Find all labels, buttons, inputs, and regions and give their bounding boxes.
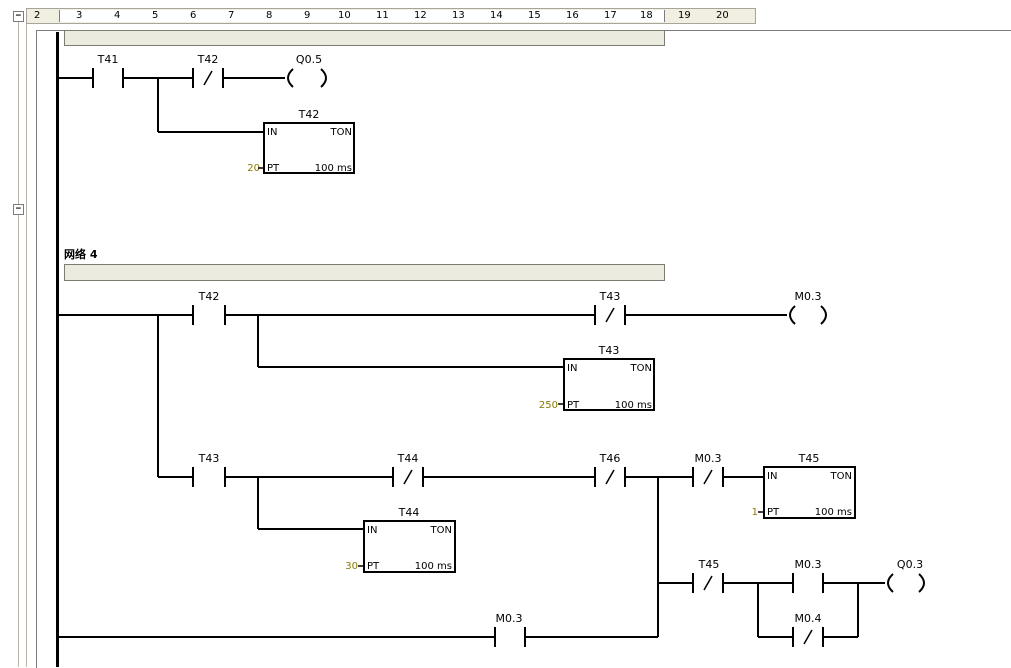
timer-pt-value[interactable]: 1 bbox=[752, 507, 758, 518]
contact-label[interactable]: T42 bbox=[198, 290, 220, 303]
ruler-tick: 5 bbox=[152, 10, 159, 21]
timer-base: 100 ms bbox=[415, 561, 452, 572]
collapse-icon[interactable]: − bbox=[13, 204, 24, 215]
timer-name[interactable]: T44 bbox=[398, 506, 420, 519]
ruler-tick: 2 bbox=[34, 10, 41, 21]
column-ruler: 2 3 4 5 6 7 8 9 10 11 12 13 14 15 16 17 … bbox=[26, 8, 756, 24]
timer-in-label: IN bbox=[767, 471, 777, 482]
contact-label[interactable]: T45 bbox=[698, 558, 720, 571]
ruler-tick: 13 bbox=[452, 10, 465, 21]
timer-name[interactable]: T45 bbox=[798, 452, 820, 465]
timer-type-label: TON bbox=[430, 525, 452, 536]
ruler-tick: 3 bbox=[76, 10, 83, 21]
timer-pt-label: PT bbox=[767, 507, 780, 518]
contact-label[interactable]: M0.4 bbox=[795, 612, 822, 625]
timer-type-label: TON bbox=[830, 471, 852, 482]
collapse-icon[interactable]: − bbox=[13, 11, 24, 22]
timer-in-label: IN bbox=[367, 525, 377, 536]
outline-line bbox=[26, 22, 27, 667]
ruler-tick: 8 bbox=[266, 10, 273, 21]
ladder-editor[interactable] bbox=[36, 30, 1011, 668]
timer-pt-label: PT bbox=[367, 561, 380, 572]
network-comment-field[interactable] bbox=[64, 264, 665, 281]
contact-label[interactable]: M0.3 bbox=[795, 558, 822, 571]
timer-pt-label: PT bbox=[267, 163, 280, 174]
contact-label[interactable]: M0.3 bbox=[695, 452, 722, 465]
left-power-rail bbox=[56, 32, 59, 667]
coil-label[interactable]: M0.3 bbox=[795, 290, 822, 303]
ruler-tick: 17 bbox=[604, 10, 617, 21]
timer-base: 100 ms bbox=[815, 507, 852, 518]
contact-label[interactable]: T43 bbox=[599, 290, 621, 303]
coil-label[interactable]: Q0.3 bbox=[897, 558, 923, 571]
timer-pt-label: PT bbox=[567, 400, 580, 411]
ruler-tick: 6 bbox=[190, 10, 197, 21]
ruler-tick: 16 bbox=[566, 10, 579, 21]
contact-label[interactable]: T43 bbox=[198, 452, 220, 465]
ruler-tick: 14 bbox=[490, 10, 503, 21]
network-title: 网络 4 bbox=[64, 248, 98, 261]
ruler-tick: 7 bbox=[228, 10, 235, 21]
ruler-tick: 12 bbox=[414, 10, 427, 21]
timer-in-label: IN bbox=[567, 363, 577, 374]
timer-type-label: TON bbox=[330, 127, 352, 138]
coil-label[interactable]: Q0.5 bbox=[296, 53, 322, 66]
ruler-tick: 4 bbox=[114, 10, 121, 21]
contact-label[interactable]: T44 bbox=[397, 452, 419, 465]
contact-label[interactable]: T46 bbox=[599, 452, 621, 465]
network-comment-field[interactable] bbox=[64, 30, 665, 46]
contact-label[interactable]: T41 bbox=[97, 53, 119, 66]
ruler-tick: 15 bbox=[528, 10, 541, 21]
ruler-tick: 20 bbox=[716, 10, 729, 21]
timer-name[interactable]: T42 bbox=[298, 108, 320, 121]
contact-label[interactable]: T42 bbox=[197, 53, 219, 66]
timer-pt-value[interactable]: 20 bbox=[247, 163, 260, 174]
ruler-active-area bbox=[59, 10, 665, 22]
timer-in-label: IN bbox=[267, 127, 277, 138]
outline-line bbox=[18, 16, 19, 667]
contact-label[interactable]: M0.3 bbox=[496, 612, 523, 625]
ruler-tick: 11 bbox=[376, 10, 389, 21]
ruler-tick: 19 bbox=[678, 10, 691, 21]
ruler-tick: 9 bbox=[304, 10, 311, 21]
timer-name[interactable]: T43 bbox=[598, 344, 620, 357]
outline-gutter: − − bbox=[0, 0, 36, 667]
timer-base: 100 ms bbox=[315, 163, 352, 174]
timer-type-label: TON bbox=[630, 363, 652, 374]
ruler-tick: 10 bbox=[338, 10, 351, 21]
timer-pt-value[interactable]: 30 bbox=[345, 561, 358, 572]
ruler-tick: 18 bbox=[640, 10, 653, 21]
timer-base: 100 ms bbox=[615, 400, 652, 411]
timer-pt-value[interactable]: 250 bbox=[539, 400, 558, 411]
